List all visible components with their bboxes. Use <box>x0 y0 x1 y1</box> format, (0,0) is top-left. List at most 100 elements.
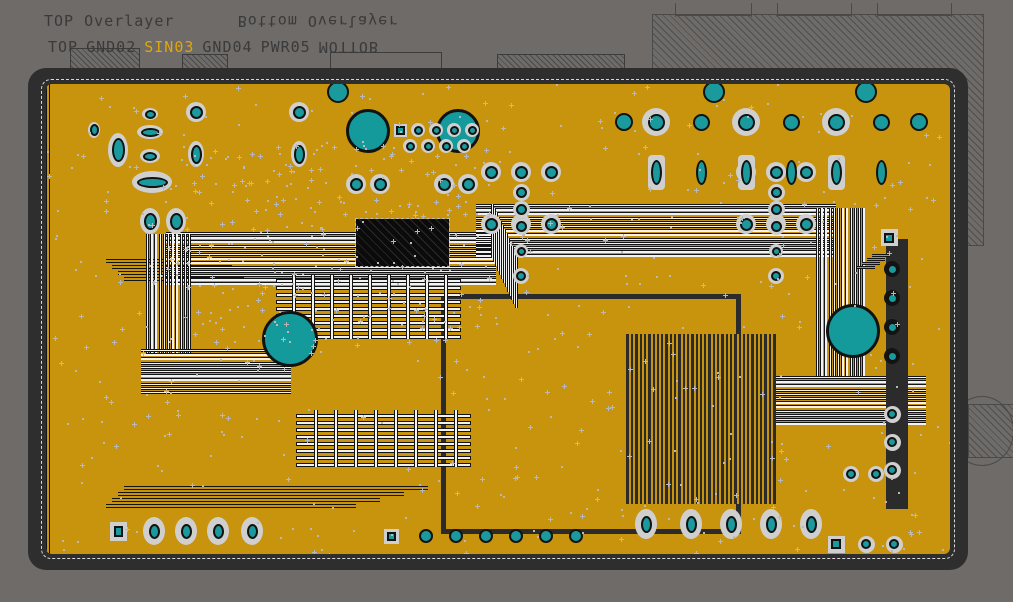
via-dot <box>908 161 911 164</box>
pcb-board[interactable] <box>28 68 968 570</box>
via-dot <box>885 235 888 238</box>
active-layer-track <box>476 217 836 219</box>
via-marker <box>367 314 373 320</box>
via-marker <box>275 196 278 199</box>
via-marker <box>428 279 431 282</box>
active-layer-track <box>415 459 417 467</box>
via-dot <box>399 131 402 134</box>
via-dot <box>586 508 589 511</box>
via-marker <box>283 322 289 328</box>
via-cross <box>136 310 142 316</box>
via-dot <box>502 495 505 498</box>
via-cross <box>482 100 488 106</box>
pad-round <box>515 203 527 215</box>
via-marker <box>213 149 219 155</box>
via-dot <box>273 271 276 274</box>
via-dot <box>199 244 202 247</box>
pad-round <box>544 165 558 179</box>
via-dot <box>311 109 314 112</box>
via-cross <box>232 182 238 188</box>
active-layer-track <box>350 282 352 290</box>
via-dot <box>141 212 144 215</box>
layer-tab-gnd04[interactable]: GND04 <box>202 38 253 56</box>
active-layer-track <box>375 452 377 460</box>
via-cross <box>650 386 656 392</box>
via-dot <box>204 116 207 119</box>
active-layer-track <box>388 282 390 290</box>
layer-tab-top[interactable]: TOP <box>48 38 79 56</box>
via-dot <box>499 494 502 497</box>
via-cross <box>119 326 125 332</box>
layer-tabs[interactable]: TOP GND02 SIN03 GND04 PWR05 MOTTOB <box>44 37 383 57</box>
pad-round <box>441 141 451 151</box>
bga-fanout-track <box>758 334 760 504</box>
active-layer-track <box>395 459 397 467</box>
via-dot <box>781 442 784 445</box>
via-cross <box>420 213 426 219</box>
via-marker <box>337 195 343 201</box>
via-cross <box>145 414 151 419</box>
via-cross <box>801 201 807 207</box>
active-layer-track <box>445 324 447 332</box>
via-marker <box>250 226 256 232</box>
active-layer-track <box>746 385 926 387</box>
via-dot <box>820 112 823 115</box>
via-dot <box>418 483 421 486</box>
bga-fanout-track <box>641 334 644 504</box>
via-dot <box>624 275 627 278</box>
via-marker <box>177 261 180 264</box>
via-dot <box>554 338 556 341</box>
active-layer-track <box>184 234 187 354</box>
active-layer-track <box>297 436 470 438</box>
layer-tab-sin03[interactable]: SIN03 <box>144 38 195 56</box>
active-layer-track <box>445 317 447 325</box>
bga-fanout-track <box>633 334 636 504</box>
active-layer-track <box>166 237 496 239</box>
via-marker <box>248 180 254 186</box>
via-dot <box>311 291 314 294</box>
active-layer-track <box>350 303 352 311</box>
via-cross <box>646 438 652 444</box>
via-cross <box>770 505 776 511</box>
via-dot <box>767 103 770 106</box>
via-marker <box>369 168 375 174</box>
active-layer-track <box>407 324 409 332</box>
via-dot <box>448 269 451 272</box>
layer-tab-pwr05[interactable]: PWR05 <box>260 38 311 56</box>
via <box>449 529 463 543</box>
active-layer-track <box>350 331 352 339</box>
via-dot <box>716 372 719 375</box>
active-layer-track <box>166 258 496 260</box>
via-dot <box>837 158 840 161</box>
via-cross <box>523 289 529 295</box>
via-dot <box>183 146 186 149</box>
via-dot <box>884 197 887 200</box>
active-layer-track <box>293 303 295 311</box>
via-marker <box>357 336 360 339</box>
pad-oval <box>695 159 707 185</box>
via-dot <box>484 266 487 269</box>
bga-fanout-track <box>706 334 709 504</box>
layer-tab-bottom[interactable]: MOTTOB <box>318 38 379 56</box>
via-marker <box>484 147 490 153</box>
pad-round <box>516 271 526 281</box>
pad-round <box>886 263 898 275</box>
via-marker <box>184 247 190 253</box>
active-layer-track <box>476 255 836 257</box>
active-layer-track <box>350 317 352 325</box>
active-layer-track <box>388 331 390 339</box>
via-cross <box>780 313 786 319</box>
via-marker <box>281 271 284 274</box>
via-dot <box>712 405 715 408</box>
via-marker <box>447 214 450 217</box>
via-marker <box>228 309 231 312</box>
via-marker <box>390 152 396 158</box>
layer-tab-gnd02[interactable]: GND02 <box>86 38 137 56</box>
via-marker <box>219 221 225 227</box>
via-dot <box>527 274 530 277</box>
active-layer-track <box>331 303 333 311</box>
pad-oval <box>180 523 192 539</box>
active-layer-track <box>350 275 352 283</box>
via-dot <box>95 274 98 277</box>
